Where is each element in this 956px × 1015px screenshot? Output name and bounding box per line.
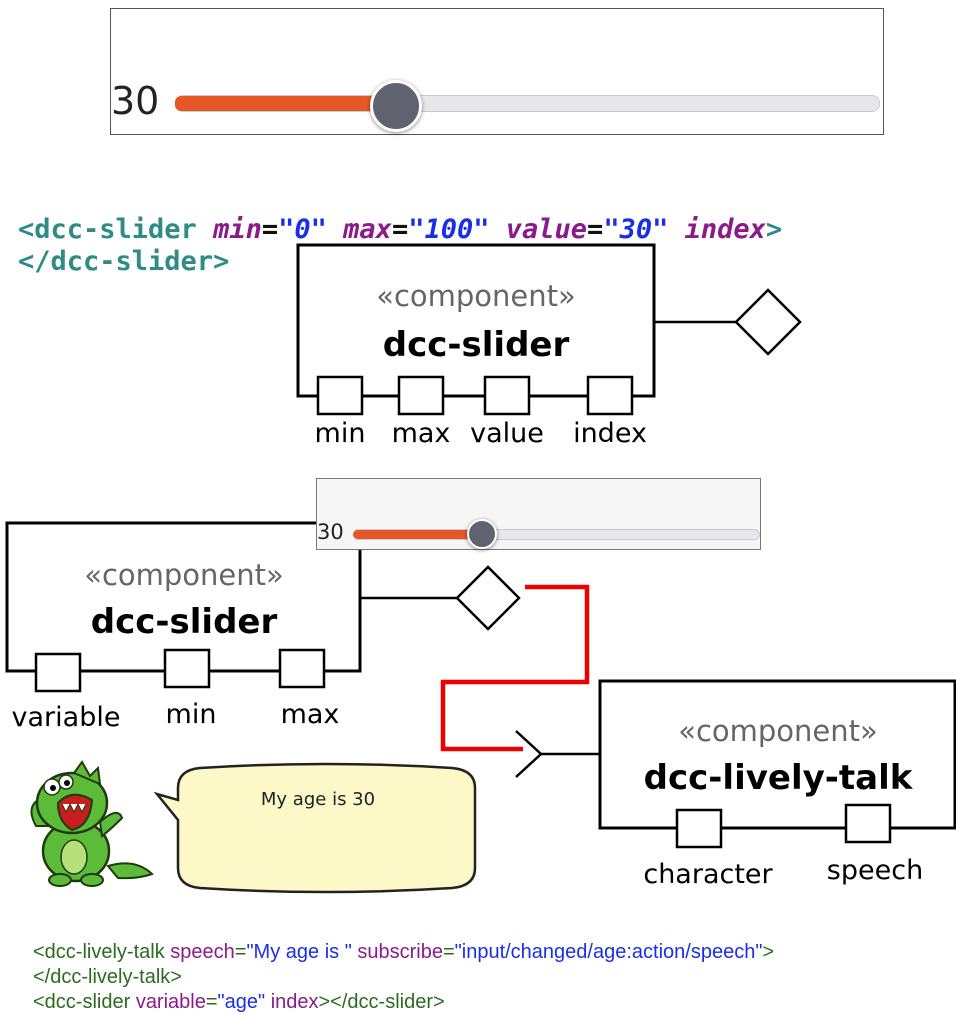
port-max-2 <box>278 648 326 689</box>
component-box-lively-talk: «component» dcc-lively-talk character sp… <box>515 679 956 890</box>
code2-tag-open: <dcc-lively-talk <box>33 941 171 963</box>
code-attr-value: value <box>505 214 588 245</box>
slider-value-label-small: 30 <box>317 520 344 544</box>
slider-widget-top: 30 <box>110 8 884 135</box>
component3-name: dcc-lively-talk <box>644 758 914 798</box>
code2-eq: = <box>205 991 218 1013</box>
connector-line <box>440 584 590 752</box>
port-character <box>675 808 723 849</box>
port-label-min: min <box>315 418 366 449</box>
speech-bubble: My age is 30 <box>153 762 477 894</box>
code-close-bracket: > <box>765 214 783 245</box>
port-label-max-2: max <box>281 699 340 730</box>
dinosaur-character-icon <box>30 760 154 887</box>
port-label-character: character <box>643 859 773 890</box>
code-tag-open: <dcc-slider <box>18 214 214 245</box>
port-label-value: value <box>470 418 544 449</box>
port-value <box>483 375 531 416</box>
code2-attr-speech: speech <box>170 941 235 963</box>
code-snippet-lively-talk: <dcc-lively-talk speech="My age is " sub… <box>33 915 774 1015</box>
slider-thumb-small[interactable] <box>467 519 497 549</box>
port-index <box>586 375 634 416</box>
slider-widget-small: 30 <box>316 478 761 550</box>
component-box-slider-1: «component» dcc-slider min max value ind… <box>296 243 802 449</box>
code2-gt: > <box>762 941 775 963</box>
code2-tag-close: </dcc-lively-talk> <box>33 966 182 988</box>
required-interface-socket <box>515 730 543 778</box>
port-label-max: max <box>392 418 451 449</box>
provided-interface-diamond-2 <box>455 565 521 631</box>
port-label-variable: variable <box>12 702 121 733</box>
code2-val-speech: "My age is " <box>246 941 352 963</box>
port-label-index: index <box>573 418 647 449</box>
slider-fill <box>175 96 399 111</box>
code2-attr-index: index <box>270 991 319 1013</box>
code-val-max: "100" <box>408 214 490 245</box>
code2-val-subscribe: "input/changed/age:action/speech" <box>454 941 763 963</box>
code-snippet-slider: <dcc-slider min="0" max="100" value="30"… <box>18 182 782 278</box>
component2-name: dcc-slider <box>91 602 278 642</box>
code2-attr-variable: variable <box>135 991 206 1013</box>
provided-interface-diamond <box>734 288 802 356</box>
code2-slider-end: ></dcc-slider> <box>318 991 445 1013</box>
code-val-min: "0" <box>278 214 327 245</box>
port-speech <box>844 803 892 844</box>
code-eq: = <box>587 214 604 245</box>
code-eq: = <box>261 214 279 245</box>
code2-val-variable: "age" <box>217 991 266 1013</box>
component1-stereotype: «component» <box>376 279 576 313</box>
port-label-min-2: min <box>166 699 217 730</box>
code-val-value: "30" <box>603 214 669 245</box>
code-eq: = <box>391 214 409 245</box>
code-attr-max: max <box>343 214 392 245</box>
component-box-slider-2: «component» dcc-slider variable min max <box>5 521 521 733</box>
code2-slider-tag: <dcc-slider <box>33 991 136 1013</box>
code2-attr-subscribe: subscribe <box>357 941 443 963</box>
port-min-2 <box>163 648 211 689</box>
component1-name: dcc-slider <box>383 325 570 365</box>
port-min <box>316 375 364 416</box>
code-tag-close: </dcc-slider> <box>18 246 230 277</box>
port-variable <box>34 652 82 693</box>
speech-bubble-text: My age is 30 <box>261 789 375 810</box>
component2-stereotype: «component» <box>84 558 284 592</box>
slider-thumb[interactable] <box>370 80 422 132</box>
component3-stereotype: «component» <box>678 714 878 748</box>
code-attr-index: index <box>684 214 766 245</box>
code2-eq: = <box>234 941 247 963</box>
slider-value-label: 30 <box>111 79 160 123</box>
slider-fill-small <box>353 530 481 539</box>
code2-eq: = <box>442 941 455 963</box>
port-label-speech: speech <box>827 855 923 886</box>
port-max <box>397 375 445 416</box>
code-attr-min: min <box>213 214 262 245</box>
